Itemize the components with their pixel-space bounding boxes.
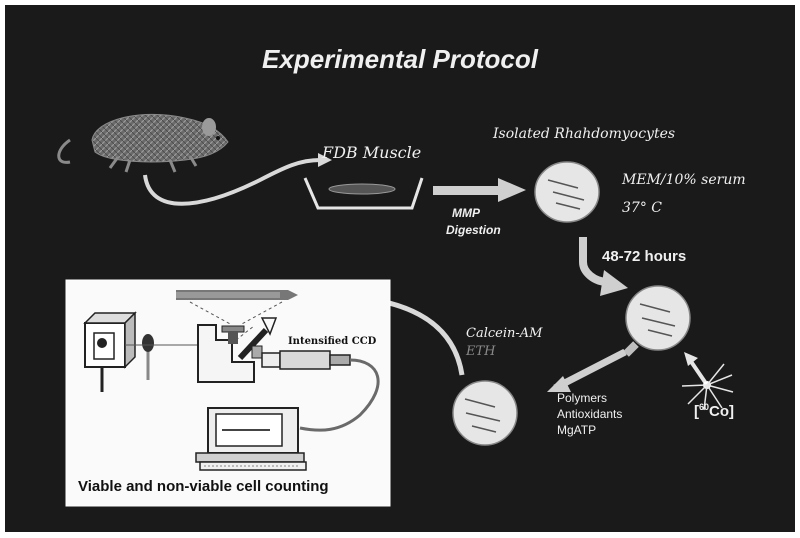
- lens-icon: [142, 334, 154, 380]
- radiation-source-icon: [681, 352, 734, 411]
- medium-label: MEM/10% serum: [622, 172, 746, 188]
- swoop-arrow: [143, 153, 332, 206]
- calcein-label: Calcein-AM: [466, 326, 543, 341]
- mouse-icon: [57, 113, 229, 173]
- ccd-label: Intensified CCD: [288, 336, 377, 347]
- isolated-cells-label: Isolated Rhahdomyocytes: [493, 126, 676, 142]
- counting-label: Viable and non-viable cell counting: [78, 478, 329, 495]
- page-title: Experimental Protocol: [262, 44, 538, 74]
- light-path: [189, 301, 283, 341]
- temperature-label: 37° C: [622, 200, 662, 216]
- treatment-polymers: Polymers: [557, 391, 608, 405]
- illuminator-icon: [176, 290, 298, 300]
- intensified-ccd-icon: [261, 350, 351, 370]
- hours-label: 48-72 hours: [602, 248, 687, 265]
- camera-box-icon: [83, 311, 137, 392]
- cell-dish-3: [452, 380, 518, 446]
- eth-label: ETH: [466, 344, 496, 359]
- cobalt-label: [60Co]: [694, 402, 734, 420]
- fdb-muscle-label: FDB Muscle: [322, 143, 422, 162]
- cell-dish-1: [534, 161, 600, 223]
- cobalt-symbol: Co]: [709, 403, 735, 420]
- treatment-mgatp: MgATP: [557, 423, 597, 437]
- pipette-icon: [547, 341, 639, 392]
- cobalt-bracket: [: [694, 403, 699, 420]
- cell-dish-2: [625, 285, 691, 351]
- incubation-arrow: [579, 237, 628, 296]
- mmp-label: MMP: [452, 206, 480, 220]
- petri-dish-icon: [303, 177, 424, 210]
- computer-icon: [195, 407, 307, 471]
- ccd-cable: [299, 358, 380, 432]
- treatment-antioxidants: Antioxidants: [557, 407, 623, 421]
- digestion-label: Digestion: [446, 223, 501, 237]
- microscope-icon: [197, 317, 278, 383]
- cobalt-mass: 60: [699, 402, 710, 412]
- mmp-arrow: [433, 178, 526, 202]
